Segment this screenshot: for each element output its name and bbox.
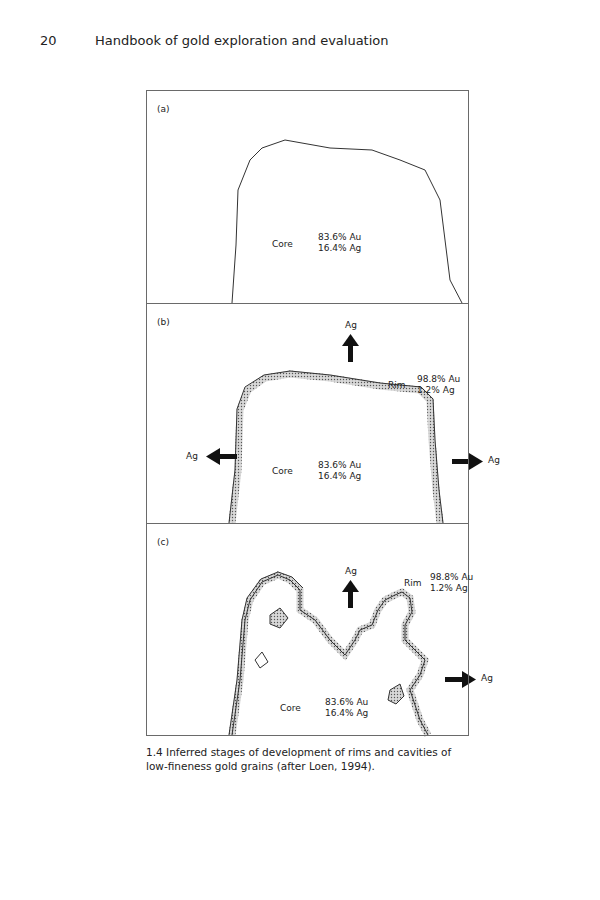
element-label: Ag — [481, 673, 493, 684]
composition: 16.4% Ag — [318, 243, 361, 254]
cavity-island — [388, 684, 404, 704]
grain-outline — [229, 572, 303, 735]
composition: 83.6% Au — [318, 460, 361, 471]
rim-label: Rim — [404, 578, 422, 589]
rim-layer — [232, 575, 428, 735]
stage-panel: (b) — [146, 303, 469, 524]
cavity-outline — [232, 575, 428, 735]
grain-outline — [229, 371, 443, 523]
composition: 16.4% Ag — [318, 471, 361, 482]
composition: 98.8% Au — [430, 572, 473, 583]
rim-label: Rim — [388, 380, 406, 391]
cavity-island — [255, 652, 268, 668]
rim-layer — [232, 374, 440, 523]
cavity-island — [270, 608, 288, 628]
stage-panel: (a) — [146, 90, 469, 304]
composition: 1.2% Ag — [417, 385, 455, 396]
composition: 83.6% Au — [325, 697, 368, 708]
element-label: Ag — [345, 566, 357, 577]
page-number: 20 — [40, 33, 57, 49]
figure-caption: 1.4 Inferred stages of development of ri… — [146, 745, 476, 773]
core-label: Core — [280, 703, 301, 714]
core-label: Core — [272, 239, 293, 250]
composition: 1.2% Ag — [430, 583, 468, 594]
panel-label: (c) — [157, 537, 169, 547]
panel-label: (a) — [157, 104, 170, 114]
grain-outline — [232, 140, 462, 303]
panel-label: (b) — [157, 317, 170, 327]
composition: 98.8% Au — [417, 374, 460, 385]
running-header: Handbook of gold exploration and evaluat… — [95, 33, 389, 49]
composition: 16.4% Ag — [325, 708, 368, 719]
core-label: Core — [272, 466, 293, 477]
stage-panel: (c) — [146, 523, 469, 736]
silver-arrows — [206, 334, 483, 688]
element-label: Ag — [186, 451, 198, 462]
composition: 83.6% Au — [318, 232, 361, 243]
element-label: Ag — [345, 320, 357, 331]
element-label: Ag — [488, 455, 500, 466]
